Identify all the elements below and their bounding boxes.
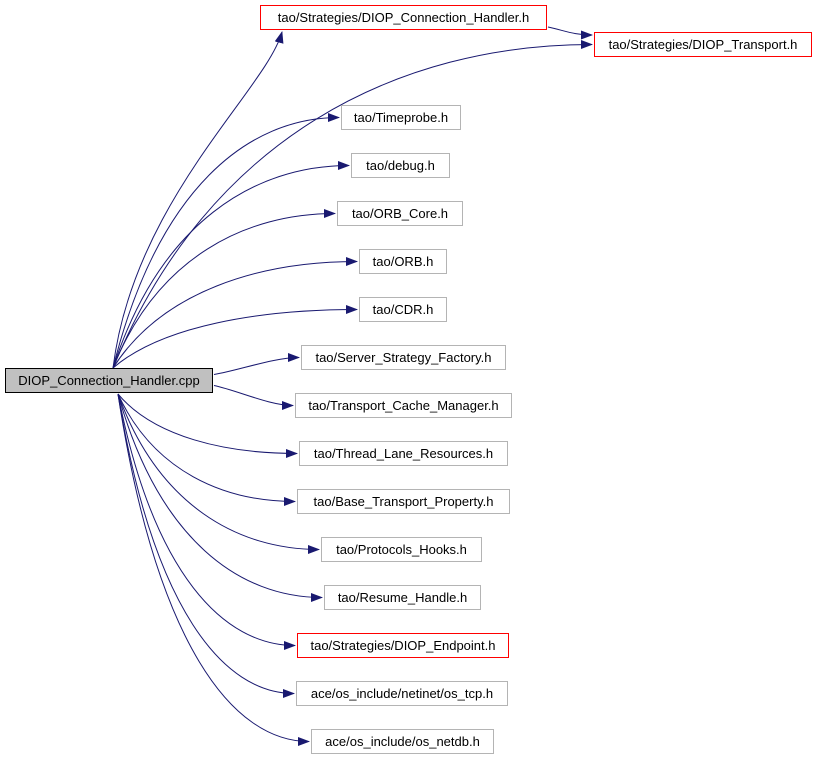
node-tao-base-transport-property-h[interactable]: tao/Base_Transport_Property.h (297, 489, 510, 514)
node-tao-strategies-diop-endpoint-h[interactable]: tao/Strategies/DIOP_Endpoint.h (297, 633, 509, 658)
edge-main-to-rh (117, 393, 323, 602)
edge-main-to-orb_core (112, 209, 336, 369)
edge-main-to-debug (112, 161, 350, 369)
node-tao-strategies-diop-transport-h[interactable]: tao/Strategies/DIOP_Transport.h (594, 32, 812, 57)
edge-main-to-cdr (112, 305, 358, 369)
node-tao-debug-h[interactable]: tao/debug.h (351, 153, 450, 178)
node-tao-cdr-h[interactable]: tao/CDR.h (359, 297, 447, 322)
edge-main-to-ph (117, 393, 320, 554)
edge-conn_h-to-transport_h (547, 26, 593, 40)
node-tao-transport-cache-manager-h[interactable]: tao/Transport_Cache_Manager.h (295, 393, 512, 418)
node-tao-strategies-diop-connection-handler-h[interactable]: tao/Strategies/DIOP_Connection_Handler.h (260, 5, 547, 30)
node-tao-orb-core-h[interactable]: tao/ORB_Core.h (337, 201, 463, 226)
edge-main-to-tcm (213, 385, 294, 410)
node-tao-thread-lane-resources-h[interactable]: tao/Thread_Lane_Resources.h (299, 441, 508, 466)
edge-main-to-tlr (117, 393, 298, 458)
edge-main-to-netdb (117, 393, 310, 746)
node-ace-os-include-os-netdb-h[interactable]: ace/os_include/os_netdb.h (311, 729, 494, 754)
edge-main-to-orb (112, 257, 358, 369)
node-tao-resume-handle-h[interactable]: tao/Resume_Handle.h (324, 585, 481, 610)
edge-main-to-conn_h (112, 31, 284, 369)
edge-main-to-endpoint (117, 393, 296, 650)
edge-main-to-timeprobe (112, 113, 340, 369)
node-diop-connection-handler-cpp: DIOP_Connection_Handler.cpp (5, 368, 213, 393)
node-tao-protocols-hooks-h[interactable]: tao/Protocols_Hooks.h (321, 537, 482, 562)
node-tao-server-strategy-factory-h[interactable]: tao/Server_Strategy_Factory.h (301, 345, 506, 370)
node-tao-orb-h[interactable]: tao/ORB.h (359, 249, 447, 274)
edge-main-to-tcp (117, 393, 295, 698)
edge-main-to-btp (117, 393, 296, 506)
node-ace-os-include-netinet-os-tcp-h[interactable]: ace/os_include/netinet/os_tcp.h (296, 681, 508, 706)
node-tao-timeprobe-h[interactable]: tao/Timeprobe.h (341, 105, 461, 130)
edge-main-to-ssf (213, 353, 300, 375)
